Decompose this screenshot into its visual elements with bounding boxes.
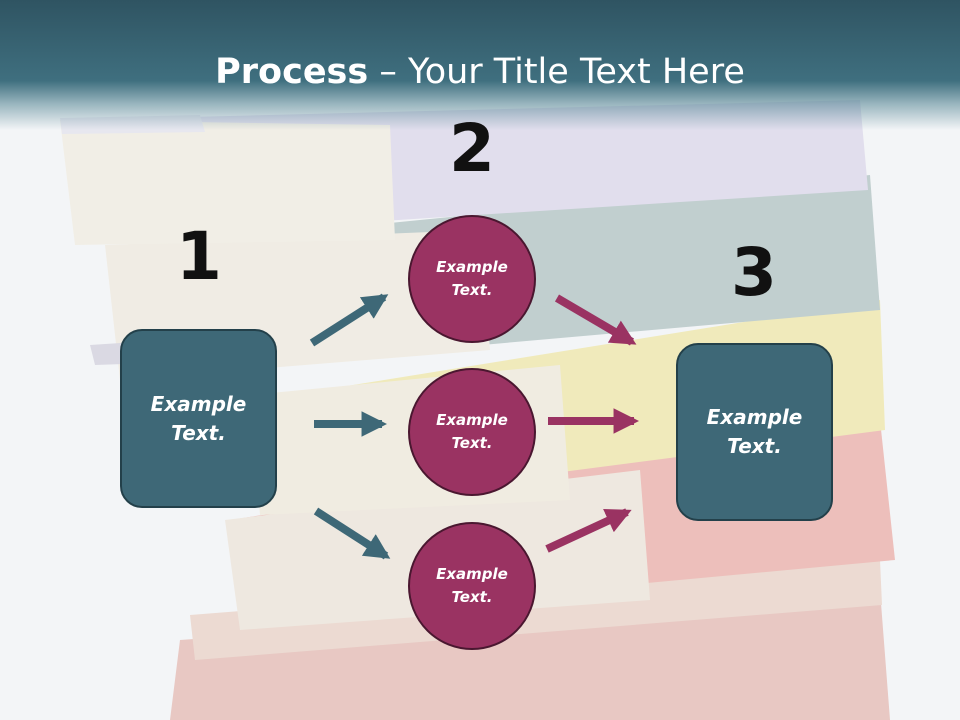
arrow-bottom-to-right [545, 508, 632, 553]
left-box: Example Text. [120, 329, 277, 508]
title-bar [0, 0, 960, 130]
circle-top: Example Text. [408, 215, 536, 343]
arrow-left-to-bottom [313, 507, 391, 560]
step-number-1: 1 [176, 218, 222, 295]
circle-middle: Example Text. [408, 368, 536, 496]
title-rest: – Your Title Text Here [368, 52, 745, 92]
right-box: Example Text. [676, 343, 833, 521]
step-number-2: 2 [449, 110, 495, 187]
title-bold: Process [215, 52, 369, 92]
circle-bottom: Example Text. [408, 522, 536, 650]
step-number-3: 3 [731, 234, 777, 311]
arrow-top-to-right [554, 294, 637, 346]
arrow-left-to-top [309, 293, 389, 347]
slide-title: Process – Your Title Text Here [0, 52, 960, 92]
